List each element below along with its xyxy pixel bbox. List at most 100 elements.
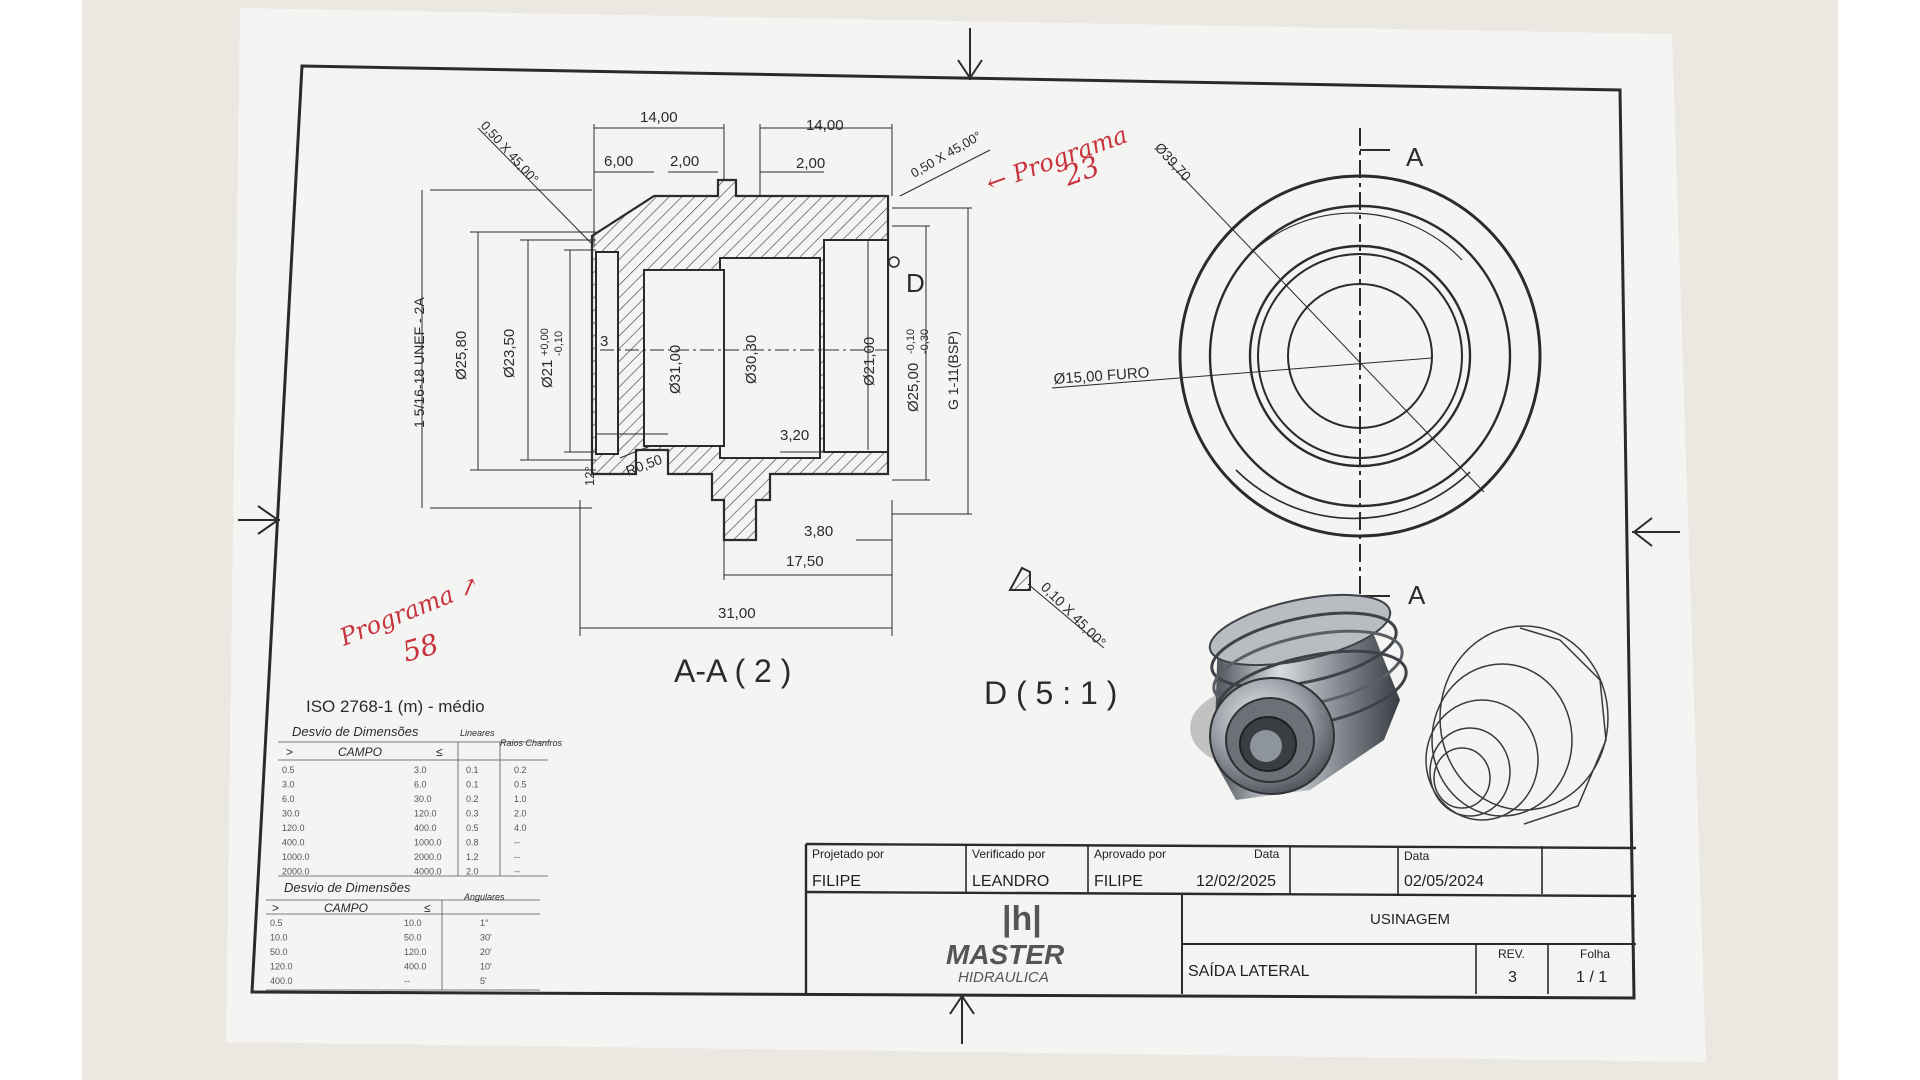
angular-header: Desvio de Dimensões <box>284 880 411 895</box>
dim-2-left: 2,00 <box>670 153 699 170</box>
linear-cell: 400.0 <box>282 838 305 848</box>
dim-31-length: 31,00 <box>718 605 756 622</box>
tolerance-table: ISO 2768-1 (m) - médio Desvio de Dimensõ… <box>266 697 563 991</box>
linear-cell: 2000.0 <box>282 867 310 877</box>
process-label: USINAGEM <box>1370 911 1450 928</box>
folha-value: 1 / 1 <box>1576 969 1607 986</box>
linear-cell: 4.0 <box>514 823 527 833</box>
dim-3-20: 3,20 <box>780 427 809 444</box>
dim-3-80: 3,80 <box>804 523 833 540</box>
rev-label: REV. <box>1498 947 1525 961</box>
linear-cell: 6.0 <box>414 780 427 790</box>
angular-gt: > <box>272 901 279 915</box>
detail-title: D ( 5 : 1 ) <box>984 675 1117 711</box>
dim-14-right: 14,00 <box>806 117 844 134</box>
data-value-1: 12/02/2025 <box>1196 873 1276 890</box>
section-view <box>421 124 991 636</box>
front-view <box>1051 128 1542 600</box>
verificado-value: LEANDRO <box>972 873 1049 890</box>
frame-arrows <box>238 28 1680 1044</box>
title-block <box>804 842 1637 994</box>
steel-part-photo <box>1190 593 1408 800</box>
angular-cell: 10.0 <box>270 933 288 943</box>
angular-cell: 30' <box>480 933 492 943</box>
dim-6: 6,00 <box>604 153 633 170</box>
dim-g1-bsp: G 1-11(BSP) <box>945 331 961 410</box>
dim-d21: Ø21,00 <box>861 337 878 386</box>
angular-cell: 0.5 <box>270 918 283 928</box>
dim-d23-50: Ø23,50 <box>501 329 518 378</box>
linear-cell: 1000.0 <box>282 852 310 862</box>
part-isometric-sketch <box>1425 625 1609 825</box>
linear-gt: > <box>286 745 293 759</box>
dim-12deg: 12° <box>582 466 597 486</box>
linear-subheader: Lineares <box>460 728 495 738</box>
angular-cell: 400.0 <box>270 976 293 986</box>
linear-cell: 0.5 <box>514 780 527 790</box>
projetado-label: Projetado por <box>812 847 884 861</box>
angular-cell: 10.0 <box>404 918 422 928</box>
groove-left <box>595 251 619 455</box>
linear-cell: 0.3 <box>466 809 479 819</box>
dim-d25-tol-inf: -0,30 <box>919 329 931 354</box>
linear-cell: 120.0 <box>414 809 437 819</box>
linear-cell: 400.0 <box>414 823 437 833</box>
angular-le: ≤ <box>424 901 431 915</box>
dim-3: 3 <box>600 333 608 350</box>
section-a-top: A <box>1406 142 1424 172</box>
linear-cell: 0.2 <box>466 794 479 804</box>
angular-cell: 50.0 <box>404 933 422 943</box>
bore-large <box>719 257 821 459</box>
angular-cell: 5' <box>480 976 487 986</box>
dim-d25-80: Ø25,80 <box>453 331 470 380</box>
section-title: A-A ( 2 ) <box>674 653 791 689</box>
bore-right <box>823 239 889 453</box>
logo-sub: HIDRAULICA <box>958 969 1049 986</box>
linear-campo: CAMPO <box>338 745 382 759</box>
detail-d-marker <box>888 256 900 268</box>
linear-cell: 2.0 <box>466 867 479 877</box>
angular-cell: 120.0 <box>404 947 427 957</box>
dim-d15-furo: Ø15,00 FURO <box>1053 364 1150 388</box>
linear-header: Desvio de Dimensões <box>292 724 419 739</box>
linear-cell: 0.5 <box>466 823 479 833</box>
part-name: SAÍDA LATERAL <box>1188 961 1310 980</box>
tolerance-title: ISO 2768-1 (m) - médio <box>306 697 485 716</box>
dim-d30-30: Ø30,30 <box>743 335 760 384</box>
linear-cell: 0.1 <box>466 765 479 775</box>
verificado-label: Verificado por <box>972 847 1045 861</box>
linear-cell: 0.5 <box>282 765 295 775</box>
section-a-bottom: A <box>1408 580 1426 610</box>
linear-cell: 2000.0 <box>414 852 442 862</box>
data-value-2: 02/05/2024 <box>1404 873 1484 890</box>
dim-14-left: 14,00 <box>640 109 678 126</box>
projetado-value: FILIPE <box>812 873 861 890</box>
linear-cell: 30.0 <box>282 809 300 819</box>
company-logo: |h| MASTER HIDRAULICA <box>946 900 1065 986</box>
data-label-1: Data <box>1254 847 1280 861</box>
linear-cell: 1000.0 <box>414 838 442 848</box>
linear-cell: -- <box>514 852 520 862</box>
angular-campo: CAMPO <box>324 901 368 915</box>
paper-sheet <box>226 8 1706 1062</box>
aprovado-label: Aprovado por <box>1094 847 1166 861</box>
drawing-frame <box>250 64 1636 1000</box>
linear-cell: 120.0 <box>282 823 305 833</box>
bore-mid <box>643 269 725 447</box>
detail-d-label: D <box>906 268 925 298</box>
linear-cell: 3.0 <box>282 780 295 790</box>
linear-le: ≤ <box>436 745 443 759</box>
rev-value: 3 <box>1508 969 1517 986</box>
linear-cell: 4000.0 <box>414 867 442 877</box>
linear-cell: -- <box>514 838 520 848</box>
logo-main: MASTER <box>946 939 1065 970</box>
angular-cell: 10' <box>480 962 492 972</box>
logo-mark: |h| <box>1002 900 1042 938</box>
angular-cell: -- <box>404 976 410 986</box>
angular-cell: 120.0 <box>270 962 293 972</box>
angular-cell: 400.0 <box>404 962 427 972</box>
linear-cell: 0.8 <box>466 838 479 848</box>
